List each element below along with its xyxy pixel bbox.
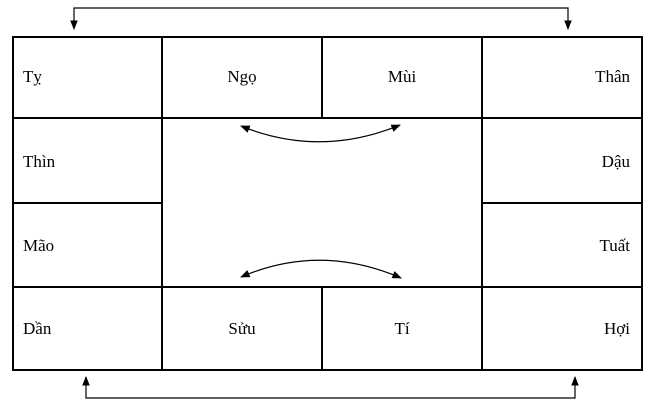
- lower-curved-arrow: [240, 259, 402, 279]
- cell-tuat: Tuất: [599, 236, 630, 255]
- cell-suu: Sửu: [228, 319, 256, 338]
- cell-than: Thân: [595, 67, 630, 86]
- cell-dan: Dần: [23, 319, 52, 338]
- cell-mao: Mão: [23, 236, 54, 255]
- cell-hoi: Hợi: [604, 319, 630, 338]
- cell-ti: Tí: [394, 319, 409, 338]
- cell-ngo: Ngọ: [227, 67, 256, 86]
- cell-ty: Tỵ: [23, 67, 42, 86]
- cell-thin: Thìn: [23, 152, 56, 171]
- bottom-bracket-arrow: [82, 376, 579, 399]
- cell-mui: Mùi: [388, 67, 417, 86]
- top-bracket-arrow: [70, 7, 572, 30]
- cell-dau: Dậu: [602, 152, 631, 171]
- upper-curved-arrow: [240, 124, 401, 143]
